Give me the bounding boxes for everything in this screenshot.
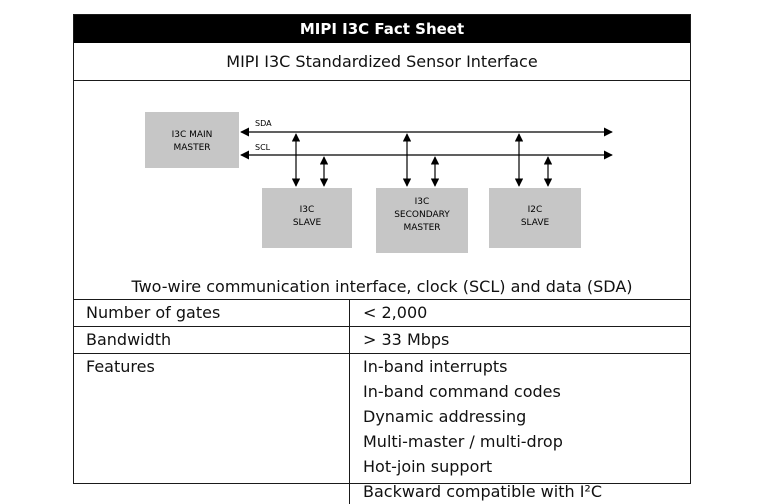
feature-item: In-band command codes [363,382,561,401]
bandwidth-value: > 33 Mbps [363,330,450,349]
device3-label-line2: SLAVE [521,218,550,228]
diagram-caption: Two-wire communication interface, clock … [131,277,633,296]
device-block-i2c-slave [489,188,581,248]
gates-label: Number of gates [74,300,350,326]
device2-label-line2: SECONDARY [394,210,450,220]
table-row-features: Features In-band interrupts In-band comm… [74,354,690,504]
device2-label-line3: MASTER [403,223,440,233]
feature-item: Multi-master / multi-drop [363,432,563,451]
features-label: Features [74,354,350,504]
feature-item: In-band interrupts [363,357,508,376]
device1-label-line1: I3C [300,205,315,215]
features-value: In-band interrupts In-band command codes… [350,354,690,504]
master-block-line1: I3C MAIN [172,130,213,140]
features-list: In-band interrupts In-band command codes… [363,354,690,504]
master-block [145,112,239,168]
master-block-line2: MASTER [173,143,210,153]
bandwidth-label: Bandwidth [74,327,350,353]
device2-label-line1: I3C [415,197,430,207]
device3-label-line1: I2C [528,205,543,215]
sda-label: SDA [255,119,272,128]
device1-label-line2: SLAVE [293,218,322,228]
gates-value: < 2,000 [363,303,428,322]
feature-item: Backward compatible with I²C [363,482,602,501]
device-block-secondary-master [376,188,468,253]
scl-label: SCL [255,143,271,152]
fact-sheet: MIPI I3C Fact Sheet MIPI I3C Standardize… [73,14,691,504]
table-row-gates: Number of gates < 2,000 [74,300,690,327]
feature-item: Dynamic addressing [363,407,527,426]
device-block-i3c-slave [262,188,352,248]
table-row-bandwidth: Bandwidth > 33 Mbps [74,327,690,354]
bus-diagram: I3C MAIN MASTER SDA SCL I3C SLAVE I3C SE… [74,81,690,300]
bus-diagram-svg: I3C MAIN MASTER SDA SCL I3C SLAVE I3C SE… [145,112,613,253]
feature-item: Hot-join support [363,457,493,476]
fact-sheet-title: MIPI I3C Fact Sheet [74,15,690,43]
fact-sheet-subtitle: MIPI I3C Standardized Sensor Interface [74,43,690,81]
